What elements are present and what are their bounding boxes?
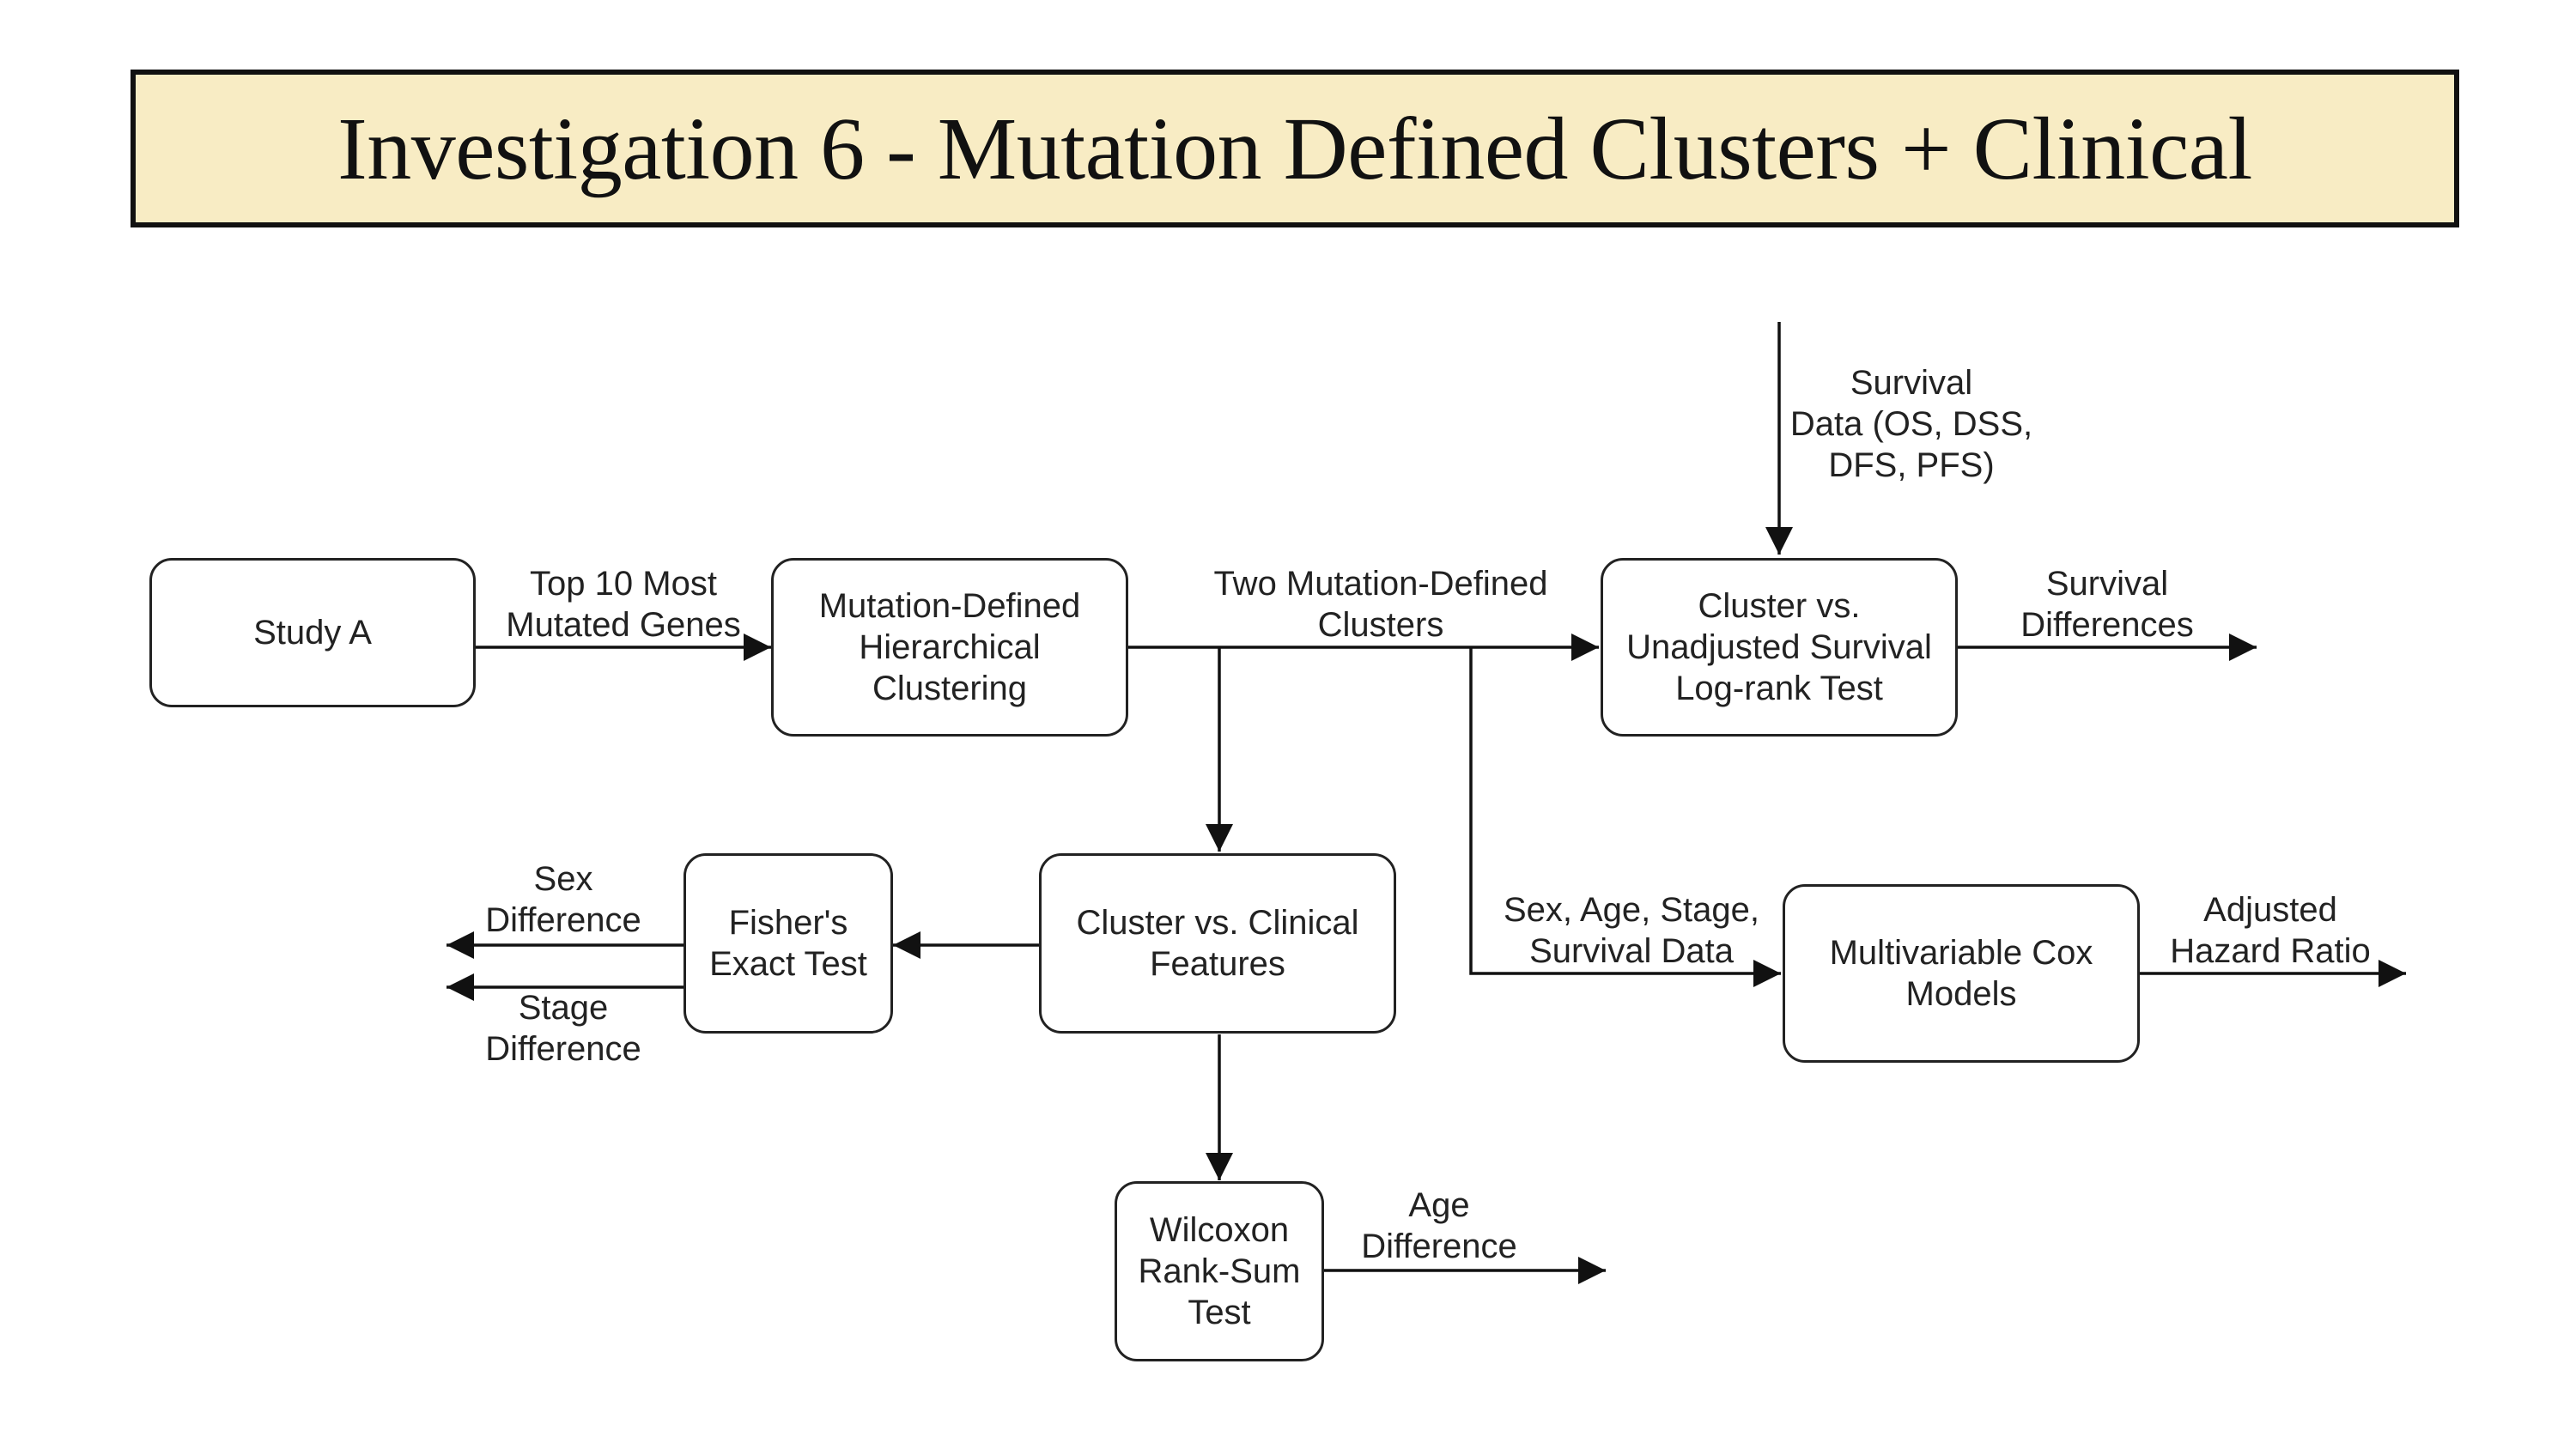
label-survival-data: Survival Data (OS, DSS, DFS, PFS)	[1789, 364, 2033, 484]
node-multivariable-cox: Multivariable Cox Models	[1783, 884, 2140, 1063]
label-two-clusters: Two Mutation-Defined Clusters	[1213, 565, 1548, 644]
page-title: Investigation 6 - Mutation Defined Clust…	[337, 99, 2252, 198]
edge-to-cox	[1469, 647, 1781, 987]
label-sex-age-stage: Sex, Age, Stage, Survival Data	[1504, 891, 1759, 970]
node-cluster-vs-survival: Cluster vs. Unadjusted Survival Log-rank…	[1601, 558, 1958, 737]
label-top-10-genes: Top 10 Most Mutated Genes	[506, 565, 741, 644]
node-hierarchical-clustering: Mutation-Defined Hierarchical Clustering	[771, 558, 1128, 737]
title-banner: Investigation 6 - Mutation Defined Clust…	[131, 70, 2459, 227]
label-age-difference: Age Difference	[1361, 1186, 1517, 1265]
node-study-a: Study A	[149, 558, 476, 707]
label-sex-difference: Sex Difference	[485, 860, 641, 939]
node-fishers-exact-test: Fisher's Exact Test	[683, 853, 893, 1034]
label-stage-difference: Stage Difference	[485, 989, 641, 1068]
label-survival-differences: Survival Differences	[2020, 565, 2194, 644]
label-adjusted-hazard-ratio: Adjusted Hazard Ratio	[2170, 891, 2371, 970]
node-cluster-vs-clinical: Cluster vs. Clinical Features	[1039, 853, 1396, 1034]
node-wilcoxon-rank-sum: Wilcoxon Rank-Sum Test	[1115, 1181, 1324, 1361]
